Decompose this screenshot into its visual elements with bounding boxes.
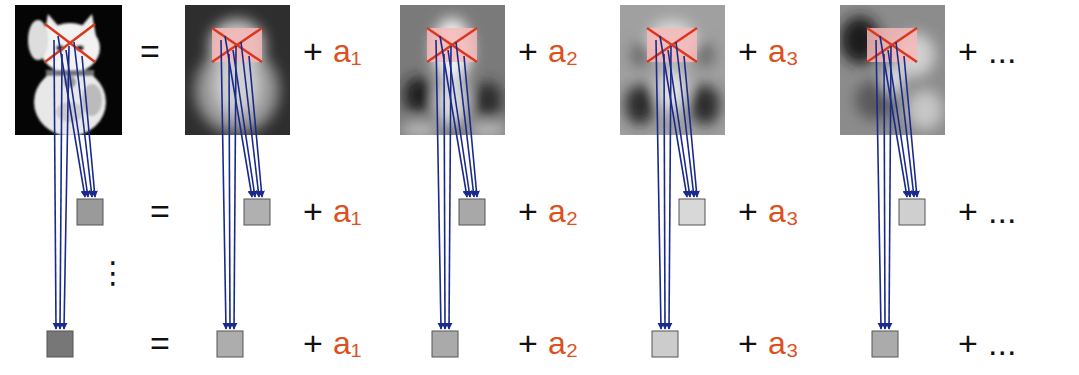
- sampling-arrow: [436, 40, 441, 329]
- sampling-arrow: [904, 56, 917, 197]
- pixel-square: [899, 199, 925, 225]
- sampling-arrow: [884, 54, 885, 329]
- pixel-square: [872, 331, 898, 357]
- coefficient-label: a₂: [548, 194, 578, 229]
- operator-symbol: +: [518, 325, 538, 362]
- sampling-arrow: [889, 46, 891, 329]
- coefficient-label: a₁: [333, 326, 362, 361]
- sampling-arrow: [64, 46, 69, 329]
- operator-symbol: +: [303, 193, 323, 230]
- sampling-arrow: [60, 54, 62, 329]
- sampling-arrow: [221, 40, 226, 329]
- operator-symbol: +: [738, 33, 758, 70]
- sampling-arrow: [82, 56, 95, 197]
- sampling-arrow: [664, 54, 665, 329]
- operator-symbol: +: [303, 33, 323, 70]
- operator-symbol: ...: [988, 325, 1016, 362]
- sampling-arrows: [54, 36, 917, 329]
- sampling-arrow: [54, 40, 56, 329]
- coefficient-label: a₁: [333, 34, 362, 69]
- sampling-arrow: [229, 54, 230, 329]
- operator-symbol: +: [958, 33, 978, 70]
- pixel-square: [217, 331, 243, 357]
- operator-symbol: +: [738, 325, 758, 362]
- coefficient-label: a₁: [333, 194, 362, 229]
- operator-symbol: +: [518, 33, 538, 70]
- operator-symbol: ...: [988, 193, 1016, 230]
- sampling-arrow: [449, 46, 451, 329]
- operator-symbol: =: [150, 193, 170, 230]
- coefficient-label: a₂: [548, 326, 578, 361]
- sampling-arrow: [684, 56, 697, 197]
- operator-symbol: +: [303, 325, 323, 362]
- coefficient-label: a₃: [768, 34, 799, 69]
- pixel-square: [679, 199, 705, 225]
- operator-symbol: +: [518, 193, 538, 230]
- sampling-arrow: [249, 56, 262, 197]
- operator-symbol: ...: [988, 33, 1016, 70]
- eigen-image: [840, 5, 945, 135]
- pixel-square: [77, 199, 103, 225]
- operator-symbol: =: [140, 33, 160, 70]
- coefficient-label: a₃: [768, 194, 799, 229]
- sampling-arrow: [876, 40, 881, 329]
- operator-symbol: +: [738, 193, 758, 230]
- sampling-arrow: [234, 46, 236, 329]
- pixel-square: [652, 331, 678, 357]
- pixel-square: [47, 331, 73, 357]
- ellipsis-mark: ⋮: [98, 256, 128, 289]
- sampling-arrow: [464, 56, 477, 197]
- operator-symbol: =: [150, 325, 170, 362]
- operator-symbol: +: [958, 193, 978, 230]
- eigen-image: [400, 5, 505, 135]
- operator-symbol: +: [958, 325, 978, 362]
- sampling-arrow: [656, 40, 661, 329]
- coefficient-label: a₃: [768, 326, 799, 361]
- eigen-image: [620, 5, 725, 135]
- pixel-square: [244, 199, 270, 225]
- mean-image: [185, 5, 290, 135]
- pixel-square: [432, 331, 458, 357]
- coefficient-label: a₂: [548, 34, 578, 69]
- pixel-square: [459, 199, 485, 225]
- sampling-arrow: [444, 54, 445, 329]
- sampling-arrow: [669, 46, 671, 329]
